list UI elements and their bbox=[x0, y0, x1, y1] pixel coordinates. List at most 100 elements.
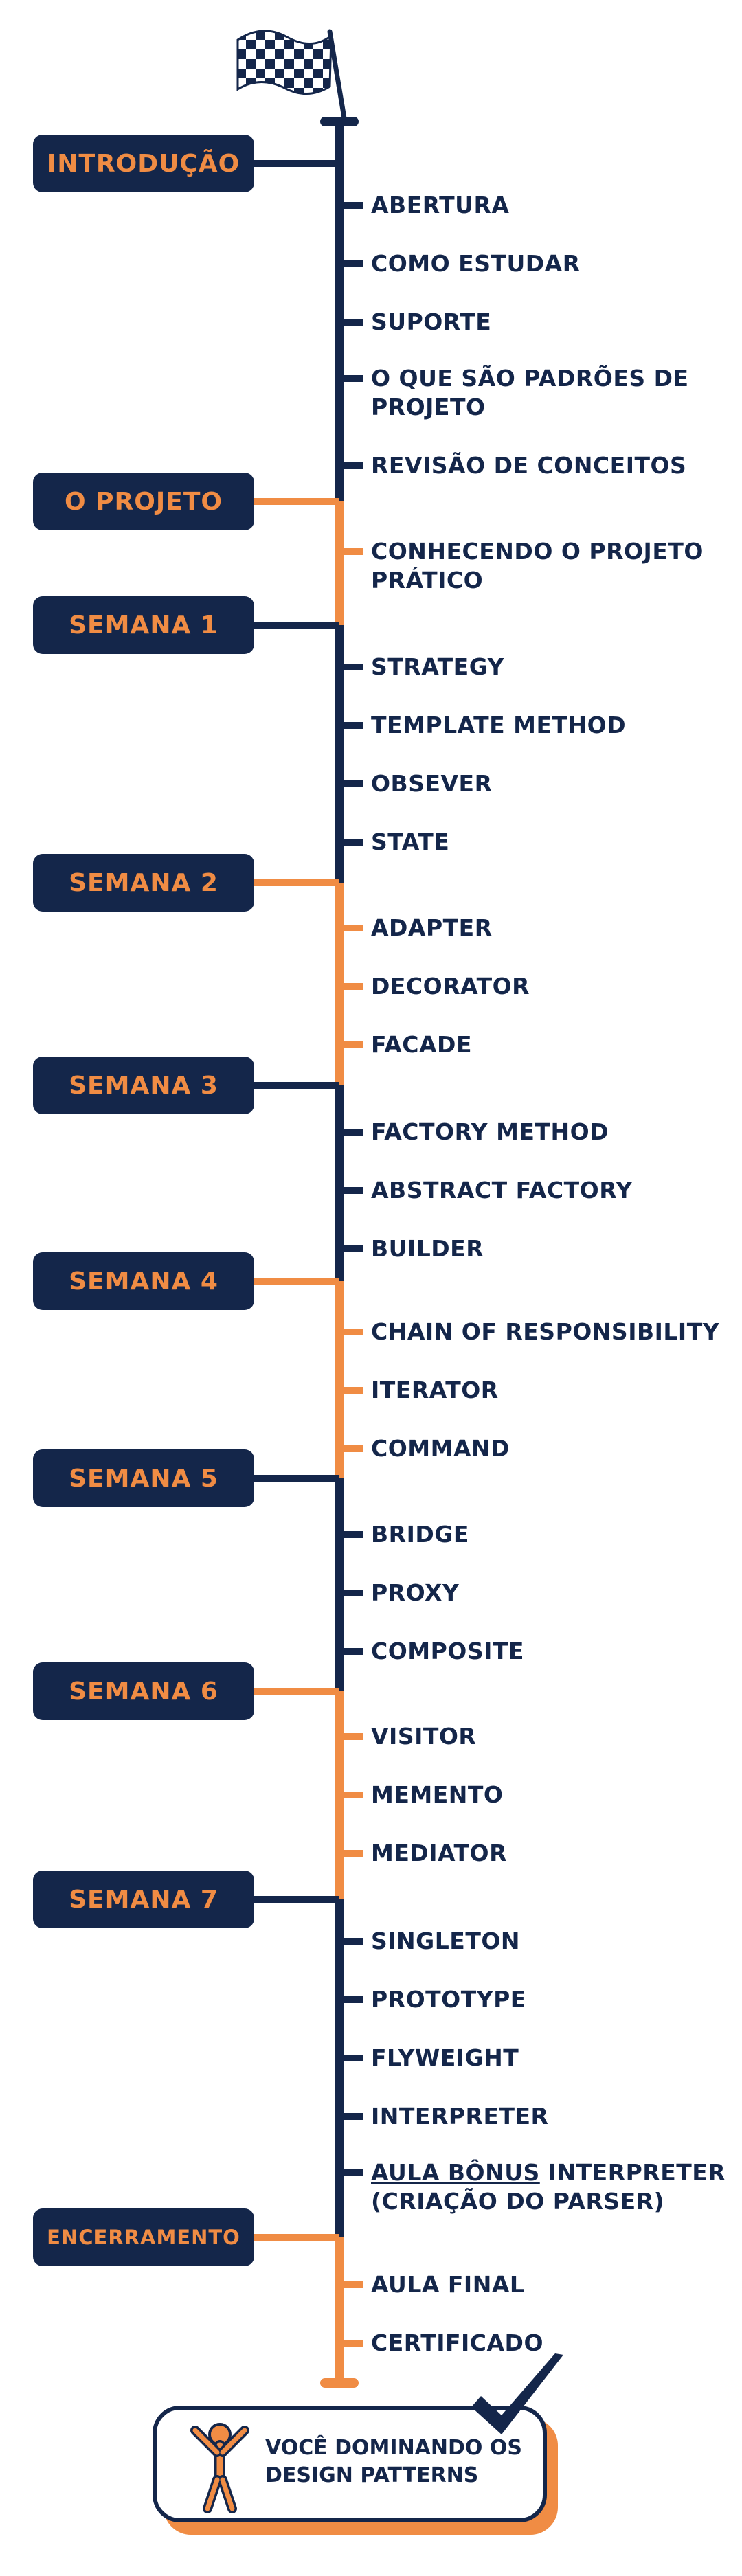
item-tick bbox=[339, 983, 363, 990]
item-tick bbox=[339, 462, 363, 469]
timeline-segment bbox=[335, 1478, 344, 1691]
item-tick bbox=[339, 925, 363, 931]
lesson-item: OBSEVER bbox=[371, 769, 728, 798]
item-tick bbox=[339, 1129, 363, 1136]
item-tick bbox=[339, 1245, 363, 1252]
section-label: O PROJETO bbox=[33, 473, 254, 530]
lesson-item-text: INTERPRETER (CRIAÇÃO DO PARSER) bbox=[371, 2159, 726, 2215]
item-tick bbox=[339, 202, 363, 209]
lesson-item: BUILDER bbox=[371, 1234, 728, 1263]
lesson-item-text: STRATEGY bbox=[371, 653, 504, 680]
lesson-item-text: FLYWEIGHT bbox=[371, 2044, 519, 2071]
lesson-item: REVISÃO DE CONCEITOS bbox=[371, 451, 728, 480]
lesson-item: ITERATOR bbox=[371, 1376, 728, 1405]
final-card: VOCÊ DOMINANDO OS DESIGN PATTERNS bbox=[153, 2353, 563, 2535]
lesson-item-text: AULA FINAL bbox=[371, 2271, 525, 2298]
timeline-segment bbox=[335, 1899, 344, 2237]
timeline-segment bbox=[335, 2237, 344, 2378]
lesson-item: ADAPTER bbox=[371, 914, 728, 942]
section-connector bbox=[253, 1082, 339, 1089]
section-label: ENCERRAMENTO bbox=[33, 2208, 254, 2266]
section-connector bbox=[253, 1896, 339, 1903]
lesson-item: ABSTRACT FACTORY bbox=[371, 1176, 728, 1205]
section-label: SEMANA 7 bbox=[33, 1871, 254, 1928]
lesson-item: CONHECENDO O PROJETO PRÁTICO bbox=[371, 537, 728, 595]
lesson-item: STATE bbox=[371, 828, 728, 857]
lesson-item: BRIDGE bbox=[371, 1520, 728, 1549]
item-tick bbox=[339, 722, 363, 729]
lesson-item: CERTIFICADO bbox=[371, 2329, 728, 2358]
lesson-item: STRATEGY bbox=[371, 653, 728, 681]
item-tick bbox=[339, 1387, 363, 1394]
item-tick bbox=[339, 1733, 363, 1740]
lesson-item-text: CONHECENDO O PROJETO PRÁTICO bbox=[371, 538, 704, 594]
item-tick bbox=[339, 2340, 363, 2347]
lesson-item-text: BRIDGE bbox=[371, 1521, 469, 1548]
lesson-item: PROTOTYPE bbox=[371, 1985, 728, 2014]
item-tick bbox=[339, 319, 363, 326]
lesson-item-text: TEMPLATE METHOD bbox=[371, 712, 627, 738]
lesson-item: CHAIN OF RESPONSIBILITY bbox=[371, 1318, 728, 1346]
lesson-item-text: STATE bbox=[371, 828, 450, 855]
section-connector bbox=[253, 622, 339, 629]
section-connector bbox=[253, 160, 339, 167]
lesson-item: FACTORY METHOD bbox=[371, 1118, 728, 1146]
item-tick bbox=[339, 1792, 363, 1798]
item-tick bbox=[339, 2113, 363, 2120]
lesson-item: AULA BÔNUS INTERPRETER (CRIAÇÃO DO PARSE… bbox=[371, 2158, 728, 2216]
lesson-item: COMO ESTUDAR bbox=[371, 249, 728, 278]
item-tick bbox=[339, 664, 363, 670]
bonus-label: AULA BÔNUS bbox=[371, 2159, 540, 2186]
lesson-item-text: PROTOTYPE bbox=[371, 1986, 526, 2013]
lesson-item-text: COMO ESTUDAR bbox=[371, 250, 581, 277]
timeline-segment bbox=[335, 501, 344, 625]
lesson-item-text: MEMENTO bbox=[371, 1781, 504, 1808]
lesson-item-text: BUILDER bbox=[371, 1235, 484, 1262]
section-label: SEMANA 1 bbox=[33, 596, 254, 654]
lesson-item: ABERTURA bbox=[371, 191, 728, 220]
item-tick bbox=[339, 1187, 363, 1194]
section-label: SEMANA 3 bbox=[33, 1057, 254, 1114]
lesson-item: MEMENTO bbox=[371, 1781, 728, 1809]
lesson-item-text: ABERTURA bbox=[371, 192, 510, 218]
lesson-item-text: ADAPTER bbox=[371, 914, 493, 941]
lesson-item: DECORATOR bbox=[371, 972, 728, 1001]
item-tick bbox=[339, 1531, 363, 1538]
lesson-item-text: COMPOSITE bbox=[371, 1638, 524, 1664]
item-tick bbox=[339, 780, 363, 787]
section-label: SEMANA 4 bbox=[33, 1252, 254, 1310]
timeline-segment bbox=[335, 126, 344, 501]
section-label: INTRODUÇÃO bbox=[33, 135, 254, 192]
lesson-item: TEMPLATE METHOD bbox=[371, 711, 728, 740]
section-label: SEMANA 5 bbox=[33, 1449, 254, 1507]
lesson-item-text: ITERATOR bbox=[371, 1377, 499, 1403]
lesson-item-text: SUPORTE bbox=[371, 308, 492, 335]
lesson-item-text: VISITOR bbox=[371, 1723, 477, 1750]
section-connector bbox=[253, 2234, 339, 2241]
item-tick bbox=[339, 1445, 363, 1452]
item-tick bbox=[339, 1996, 363, 2003]
item-tick bbox=[339, 2169, 363, 2176]
checkmark-icon bbox=[471, 2353, 563, 2434]
lesson-item-text: ABSTRACT FACTORY bbox=[371, 1177, 633, 1204]
lesson-item: INTERPRETER bbox=[371, 2102, 728, 2131]
lesson-item: VISITOR bbox=[371, 1722, 728, 1751]
item-tick bbox=[339, 375, 363, 382]
lesson-item-text: INTERPRETER bbox=[371, 2103, 549, 2129]
section-connector bbox=[253, 1278, 339, 1285]
item-tick bbox=[339, 260, 363, 267]
timeline-segment bbox=[335, 625, 344, 883]
item-tick bbox=[339, 1041, 363, 1048]
item-tick bbox=[339, 2281, 363, 2288]
lesson-item: SUPORTE bbox=[371, 308, 728, 337]
lesson-item: MEDIATOR bbox=[371, 1839, 728, 1868]
lesson-item-text: SINGLETON bbox=[371, 1928, 521, 1954]
lesson-item: AULA FINAL bbox=[371, 2270, 728, 2299]
item-tick bbox=[339, 839, 363, 846]
lesson-item: FLYWEIGHT bbox=[371, 2044, 728, 2072]
section-connector bbox=[253, 1688, 339, 1695]
final-text: VOCÊ DOMINANDO OS DESIGN PATTERNS bbox=[265, 2436, 522, 2487]
lesson-item-text: PROXY bbox=[371, 1579, 460, 1606]
lesson-item-text: FACTORY METHOD bbox=[371, 1118, 609, 1145]
item-tick bbox=[339, 548, 363, 555]
